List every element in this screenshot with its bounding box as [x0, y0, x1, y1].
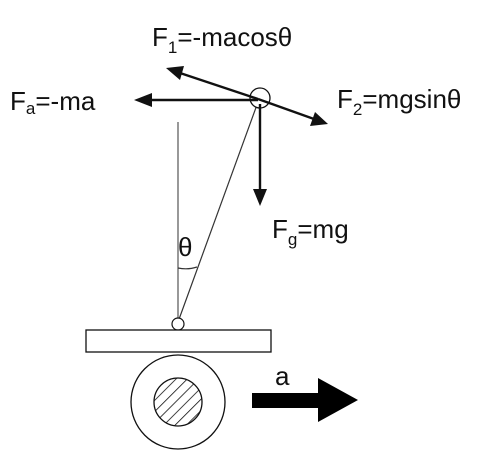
f1-sub: 1 — [168, 38, 177, 57]
force-f1-label: F1=-macosθ — [152, 22, 292, 57]
f1-rest: =-macosθ — [177, 22, 292, 52]
angle-arc — [177, 266, 198, 270]
force-f1-arrow — [166, 66, 259, 101]
force-f2-arrow — [257, 97, 328, 126]
f2-rest: =mgsinθ — [362, 84, 461, 114]
theta-label: θ — [178, 232, 192, 262]
pivot-circle — [171, 317, 185, 331]
acceleration-arrow — [252, 378, 358, 422]
pendulum-string — [177, 101, 259, 323]
f2-sub: 2 — [353, 100, 362, 119]
fg-sub: g — [288, 230, 297, 249]
force-fa-arrow — [134, 93, 258, 107]
wheel-hub — [153, 377, 203, 427]
f2-main: F — [337, 84, 353, 114]
force-fg-arrow — [253, 104, 267, 206]
fg-rest: =mg — [297, 214, 348, 244]
cart-platform — [85, 329, 272, 353]
fa-rest: =-ma — [35, 86, 96, 116]
f1-main: F — [152, 22, 168, 52]
force-fa-label: Fa=-ma — [10, 86, 96, 118]
fa-sub: a — [26, 99, 36, 118]
fg-main: F — [272, 214, 288, 244]
acceleration-label: a — [275, 361, 290, 391]
force-f2-label: F2=mgsinθ — [337, 84, 461, 119]
force-fg-label: Fg=mg — [272, 214, 349, 249]
fa-main: F — [10, 86, 26, 116]
